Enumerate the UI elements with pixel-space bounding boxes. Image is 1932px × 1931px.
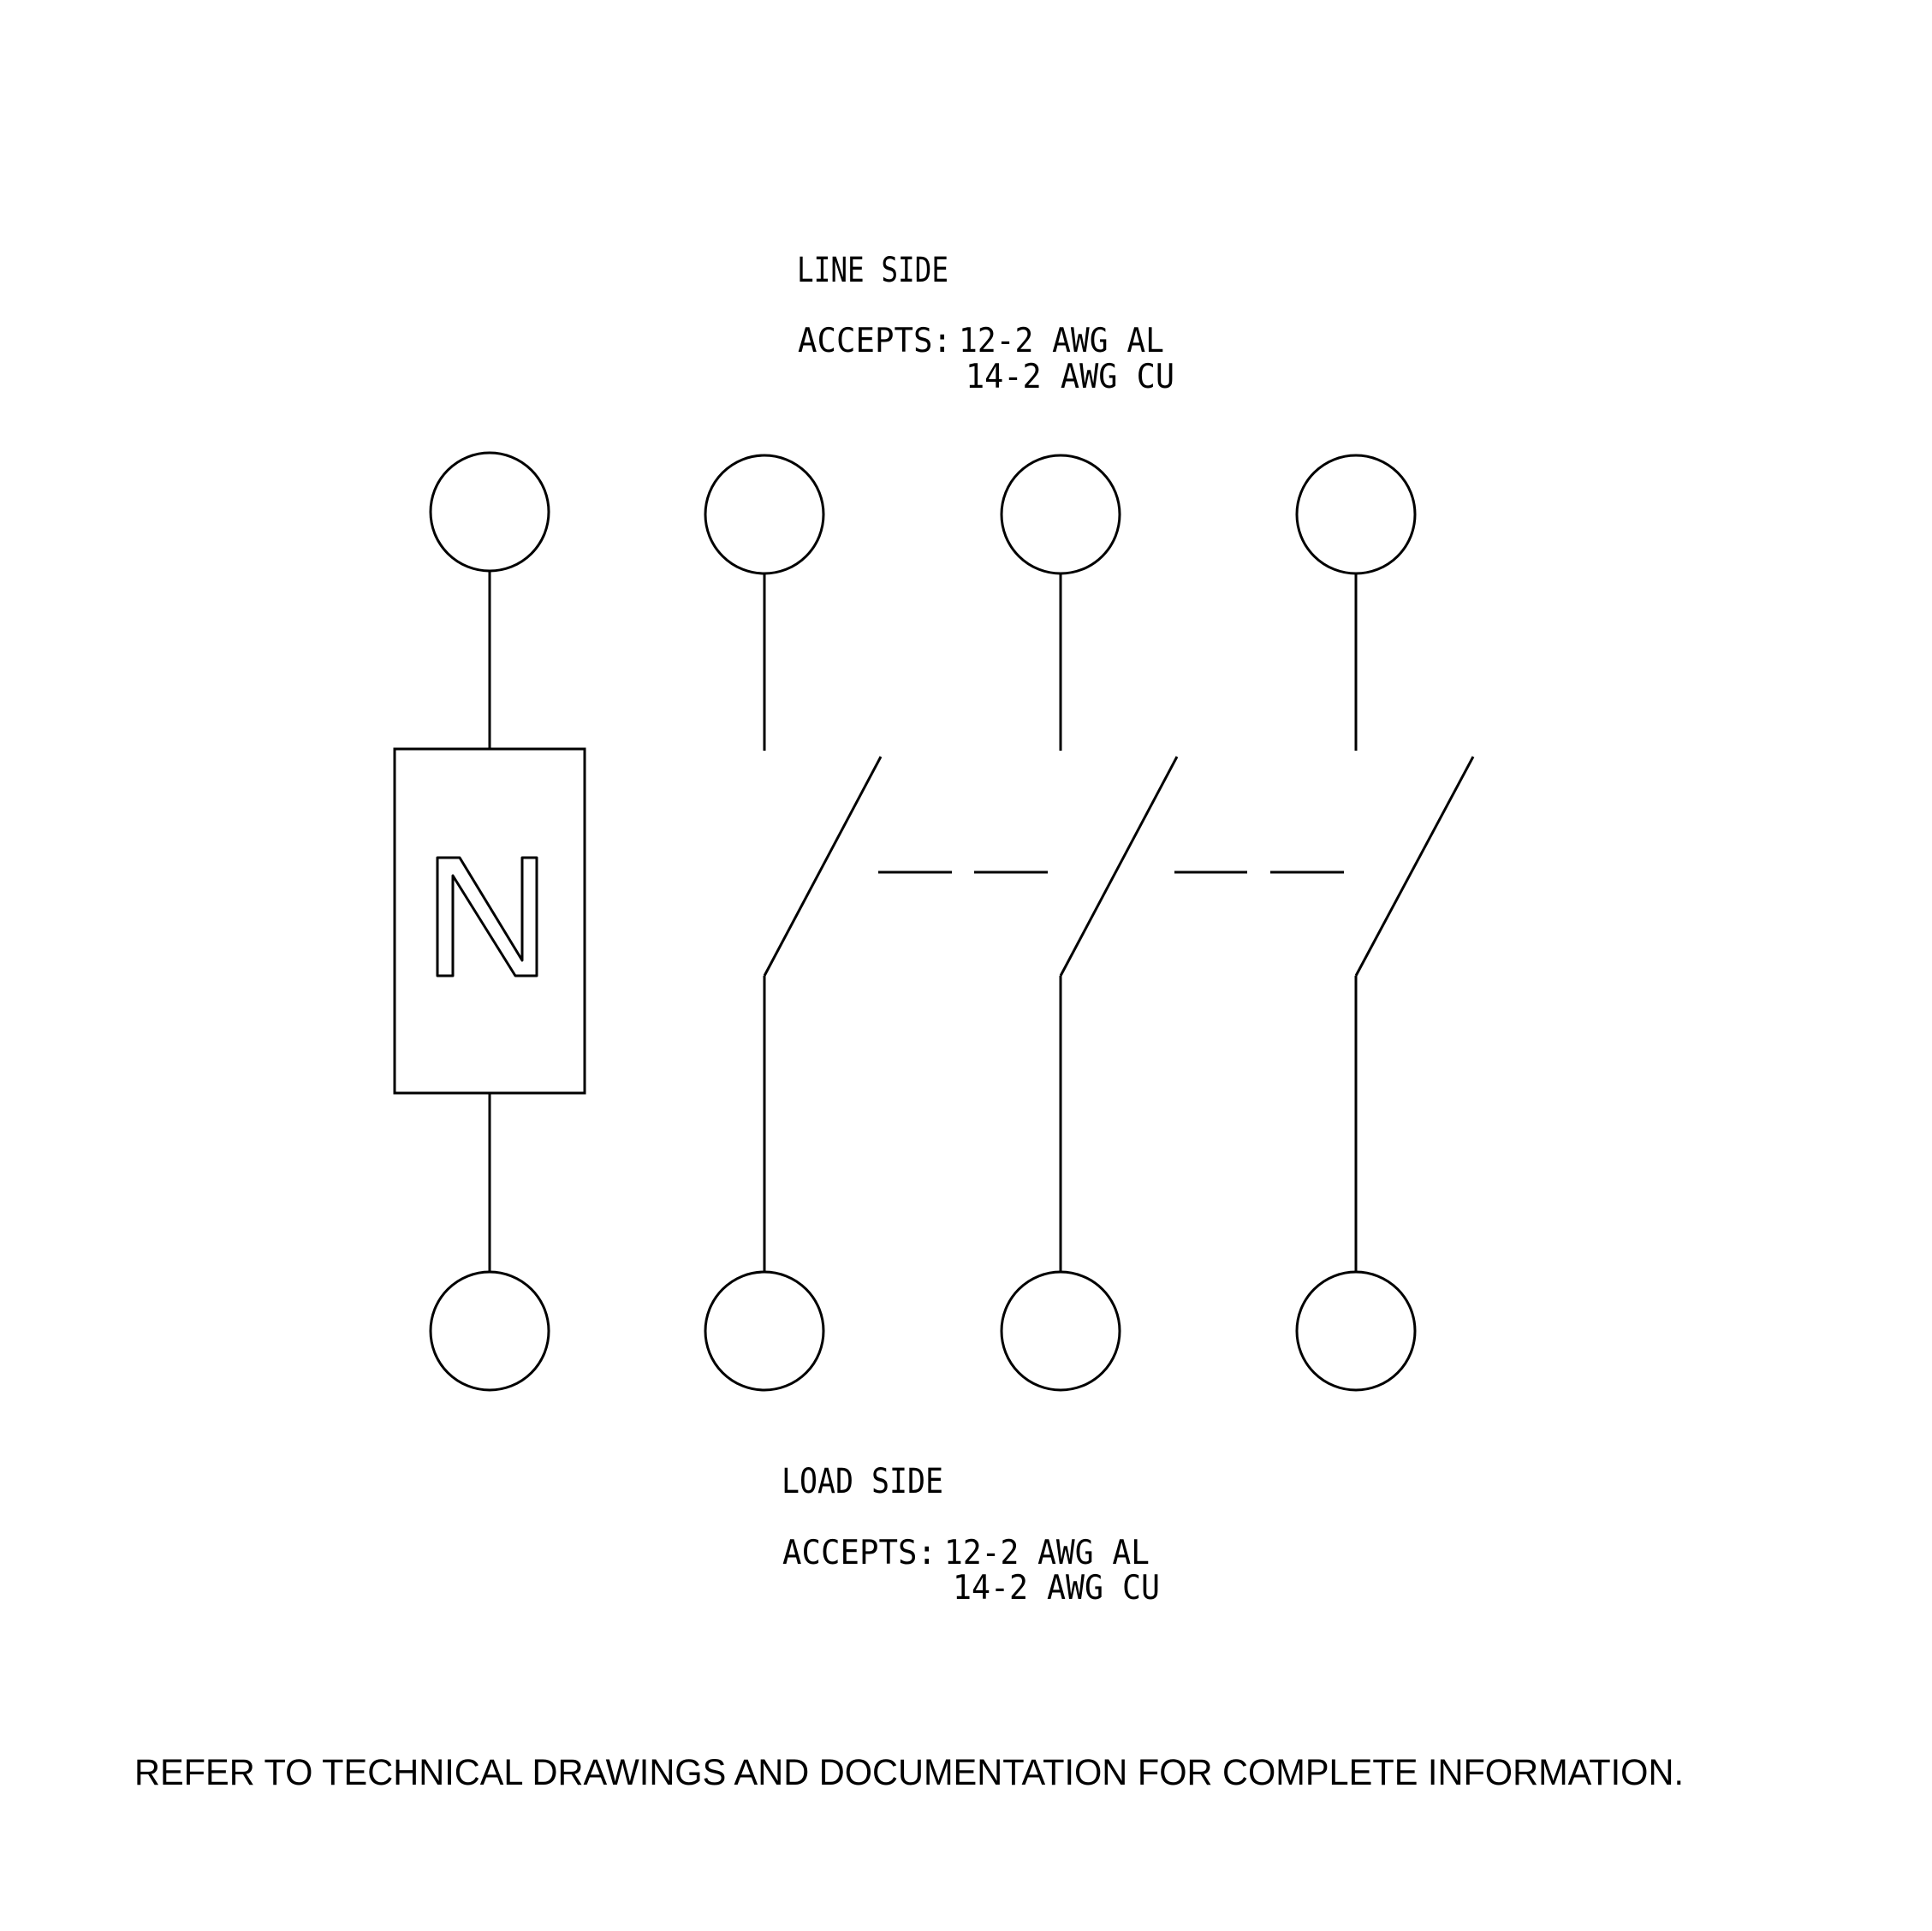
- load-side-title: LOAD SIDE: [782, 1462, 943, 1501]
- pole-3-line-terminal-icon: [1295, 454, 1417, 575]
- switch-pole-3: [1295, 454, 1475, 1392]
- footer-note: REFER TO TECHNICAL DRAWINGS AND DOCUMENT…: [134, 1752, 1684, 1793]
- pole-1-switch-blade-icon: [763, 756, 883, 977]
- load-side-wire-1: 12-2 AWG AL: [944, 1534, 1150, 1572]
- switch-pole-1: [704, 454, 883, 1392]
- pole-2-line-terminal-icon: [1000, 454, 1121, 575]
- neutral-pole: [393, 451, 586, 1392]
- line-side-wire-2: 14-2 AWG CU: [966, 358, 1174, 396]
- line-side-accepts-label: ACCEPTS:: [798, 322, 952, 360]
- neutral-box: [393, 747, 586, 1095]
- pole-1-line-terminal-icon: [704, 454, 825, 575]
- line-side-label-group: LINE SIDE ACCEPTS: 12-2 AWG AL 14-2 AWG …: [797, 251, 1174, 396]
- pole-3-load-terminal-icon: [1295, 1270, 1417, 1392]
- neutral-n-letter-icon: [436, 856, 538, 977]
- load-side-label-group: LOAD SIDE ACCEPTS: 12-2 AWG AL 14-2 AWG …: [782, 1462, 1160, 1607]
- load-side-wire-2: 14-2 AWG CU: [953, 1569, 1160, 1607]
- line-side-title: LINE SIDE: [797, 251, 948, 290]
- pole-1-load-terminal-icon: [704, 1270, 825, 1392]
- pole-3-switch-blade-icon: [1354, 756, 1475, 977]
- switch-pole-2: [1000, 454, 1179, 1392]
- neutral-line-terminal-icon: [429, 451, 550, 573]
- pole-2-switch-blade-icon: [1059, 756, 1179, 977]
- load-side-accepts-label: ACCEPTS:: [782, 1534, 936, 1572]
- pole-2-load-terminal-icon: [1000, 1270, 1121, 1392]
- line-side-wire-1: 12-2 AWG AL: [959, 322, 1164, 360]
- neutral-load-terminal-icon: [429, 1270, 550, 1392]
